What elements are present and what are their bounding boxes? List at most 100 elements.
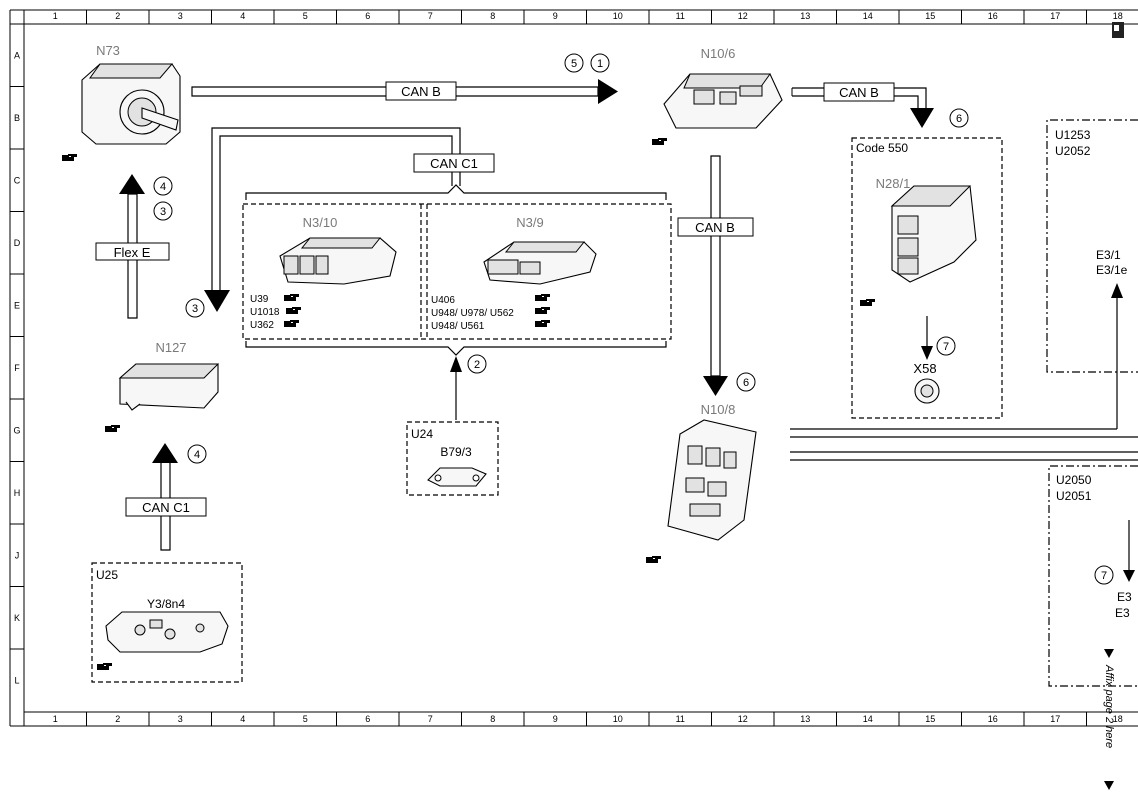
- e3-cut-label: E3: [1117, 590, 1132, 604]
- grid-column-2-top: 2: [115, 11, 120, 21]
- grid-row-A: A: [14, 50, 20, 60]
- n10-6-label: N10/6: [701, 46, 736, 61]
- n127-label: N127: [155, 340, 186, 355]
- svg-text:6: 6: [743, 377, 749, 389]
- grid-row-H: H: [14, 488, 21, 498]
- n10-8-reference-icon: [646, 556, 661, 563]
- grid-column-11-top: 11: [676, 11, 685, 21]
- callout-5: 5: [564, 53, 584, 73]
- grid-column-15-top: 15: [925, 11, 935, 21]
- y3-8n4-group: U25 Y3/8n4: [91, 562, 243, 683]
- right-connection-lines: [790, 283, 1138, 461]
- svg-text:U406: U406: [431, 295, 455, 306]
- grid-column-15-bottom: 15: [925, 714, 935, 724]
- callout-7-x58: 7: [936, 336, 956, 356]
- grid-column-5-top: 5: [303, 11, 308, 21]
- n10-8-label: N10/8: [701, 402, 736, 417]
- grid-row-L: L: [14, 675, 19, 685]
- grid-column-16-top: 16: [988, 11, 998, 21]
- n3-9-refs: U406 U948/ U978/ U562 U948/ U561: [431, 294, 550, 332]
- engine-control-group: [242, 203, 672, 356]
- n73-label: N73: [96, 43, 120, 58]
- grid-column-8-bottom: 8: [490, 714, 495, 724]
- can-b-bus-top: CAN B: [191, 79, 618, 104]
- y3-8n4-label: Y3/8n4: [147, 597, 185, 611]
- e3-1-label: E3/1: [1096, 248, 1121, 262]
- u2052-label: U2052: [1055, 144, 1091, 158]
- u25-label: U25: [96, 568, 118, 582]
- grid-column-1-bottom: 1: [53, 714, 58, 724]
- svg-text:7: 7: [943, 341, 949, 353]
- can-b-bus-vertical: CAN B: [677, 155, 754, 396]
- n127-reference-icon: [105, 425, 120, 432]
- n10-8-module: N10/8: [646, 402, 757, 563]
- n3-9-ref-icon-3: [535, 320, 550, 327]
- grid-column-14-bottom: 14: [863, 714, 873, 724]
- u1253-label: U1253: [1055, 128, 1091, 142]
- svg-text:U948/ U561: U948/ U561: [431, 321, 485, 332]
- e3-cut2-label: E3: [1115, 606, 1130, 620]
- can-c1-top-label: CAN C1: [430, 156, 478, 171]
- can-b-bus-right: CAN B: [791, 82, 934, 128]
- can-c1-bottom-label: CAN C1: [142, 500, 190, 515]
- u2050-group: U2050 U2051 E3 E3: [1048, 465, 1138, 687]
- grid-column-17-bottom: 17: [1050, 714, 1060, 724]
- svg-text:5: 5: [571, 58, 577, 70]
- callout-3-top: 3: [153, 201, 173, 221]
- svg-text:U1018: U1018: [250, 307, 280, 318]
- grid-column-11-bottom: 11: [676, 714, 685, 724]
- svg-text:4: 4: [194, 449, 200, 461]
- x58-label: X58: [913, 361, 936, 376]
- grid-column-4-top: 4: [240, 11, 245, 21]
- grid-column-17-top: 17: [1050, 11, 1060, 21]
- callout-7-right: 7: [1094, 565, 1114, 585]
- grid-column-7-bottom: 7: [428, 714, 433, 724]
- svg-text:6: 6: [956, 113, 962, 125]
- svg-text:2: 2: [474, 359, 480, 371]
- n3-10-ref-icon-2: [286, 307, 301, 314]
- n28-1-reference-icon: [860, 299, 875, 306]
- grid-row-K: K: [14, 613, 20, 623]
- callout-1: 1: [590, 53, 610, 73]
- affix-note: Affix page 2 here: [1103, 649, 1115, 790]
- code-550-label: Code 550: [856, 141, 908, 155]
- grid-column-12-bottom: 12: [738, 714, 748, 724]
- n127-module: N127: [105, 340, 220, 432]
- u2050-label: U2050: [1056, 473, 1092, 487]
- n3-10-module: N3/10 U39 U1018 U362: [250, 215, 397, 331]
- grid-column-10-bottom: 10: [613, 714, 623, 724]
- callout-6-bottom: 6: [736, 372, 756, 392]
- u25-reference-icon: [97, 663, 112, 670]
- callout-4-bottom: 4: [187, 444, 207, 464]
- n73-reference-icon: [62, 154, 77, 161]
- can-c1-bus-top: CAN C1: [204, 127, 667, 312]
- svg-text:7: 7: [1101, 570, 1107, 582]
- svg-text:U362: U362: [250, 320, 274, 331]
- grid-row-C: C: [14, 175, 21, 185]
- svg-text:3: 3: [192, 303, 198, 315]
- n3-9-ref-icon-1: [535, 294, 550, 301]
- grid-row-F: F: [14, 363, 20, 373]
- n3-10-ref-icon-3: [284, 320, 299, 327]
- n3-9-module: N3/9 U406 U948/ U978/ U562 U948/ U561: [431, 215, 597, 332]
- grid-column-2-bottom: 2: [115, 714, 120, 724]
- flex-e-label: Flex E: [114, 245, 151, 260]
- u24-label: U24: [411, 427, 433, 441]
- can-b-right-label: CAN B: [839, 85, 879, 100]
- callout-3-left: 3: [185, 298, 205, 318]
- can-b-top-label: CAN B: [401, 84, 441, 99]
- grid-column-6-top: 6: [365, 11, 370, 21]
- grid-column-3-top: 3: [178, 11, 183, 21]
- callout-6-top: 6: [949, 108, 969, 128]
- u2051-label: U2051: [1056, 489, 1092, 503]
- can-c1-bus-bottom: CAN C1: [125, 443, 207, 551]
- affix-note-text: Affix page 2 here: [1103, 664, 1115, 748]
- grid-column-9-bottom: 9: [553, 714, 558, 724]
- svg-text:4: 4: [160, 181, 166, 193]
- grid-column-13-top: 13: [800, 11, 810, 21]
- grid-row-B: B: [14, 113, 20, 123]
- grid-column-labels: 1122334455667788991010111112121313141415…: [23, 10, 1123, 726]
- code-550-group: Code 550 N28/1 X58: [851, 137, 1003, 419]
- grid-column-10-top: 10: [613, 11, 623, 21]
